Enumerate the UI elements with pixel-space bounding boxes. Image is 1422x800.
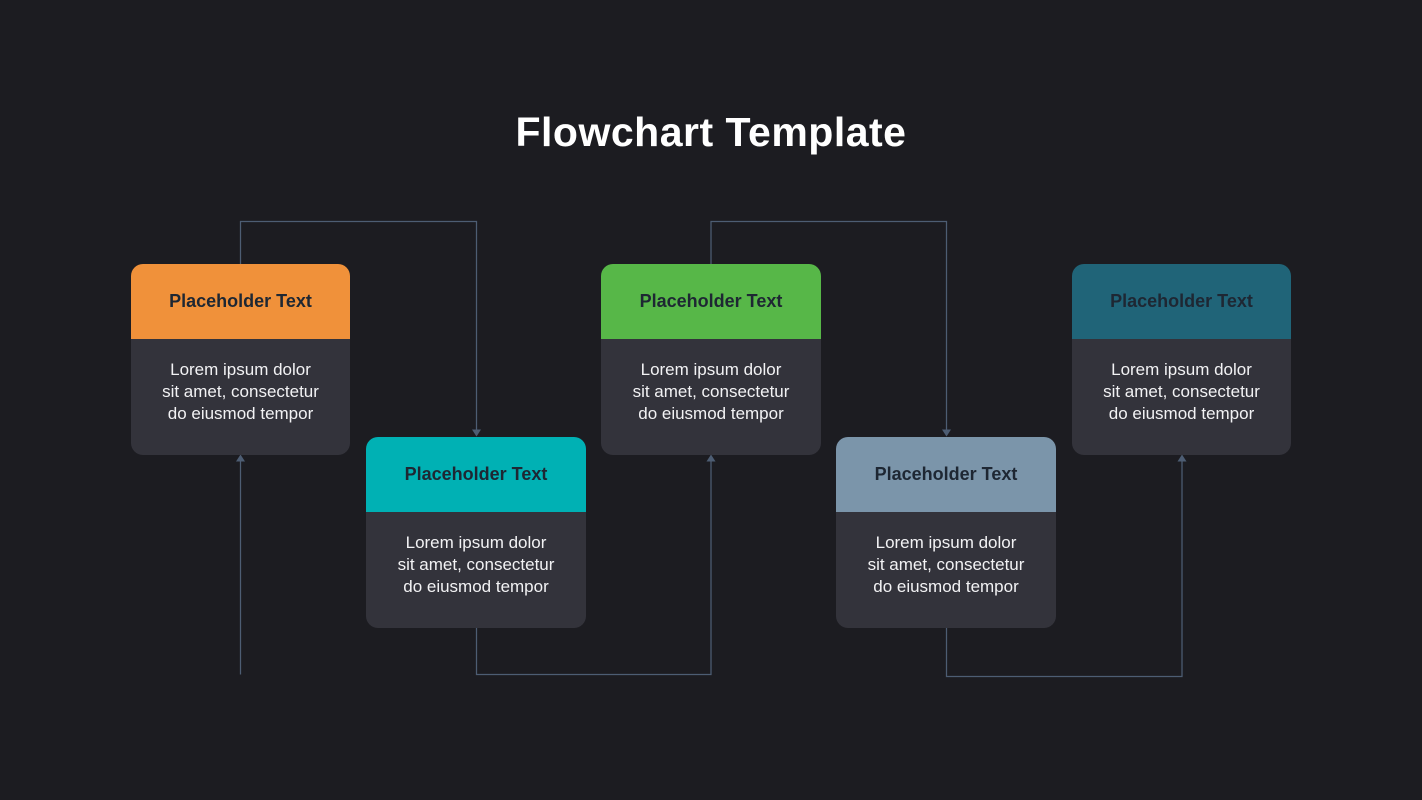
flow-card-5-title: Placeholder Text <box>1110 291 1253 311</box>
flow-card-2-title: Placeholder Text <box>404 464 548 484</box>
flow-card-4-header: Placeholder Text <box>836 437 1056 512</box>
arrowhead-down-card2 <box>472 429 481 437</box>
flow-card-1-text: Lorem ipsum dolor sit amet, consectetur … <box>162 360 319 423</box>
flow-card-2-body: Lorem ipsum dolor sit amet, consectetur … <box>366 512 586 628</box>
flow-card-2-header: Placeholder Text <box>366 437 586 512</box>
arrowhead-down-card4 <box>942 429 951 437</box>
flow-card-2-text: Lorem ipsum dolor sit amet, consectetur … <box>397 533 555 596</box>
arrowhead-up-card1 <box>236 454 245 462</box>
arrowhead-up-card3 <box>706 454 716 462</box>
flow-card-5-text: Lorem ipsum dolor sit amet, consectetur … <box>1103 360 1260 423</box>
flow-card-3-title: Placeholder Text <box>639 291 783 311</box>
flow-card-4-title: Placeholder Text <box>874 464 1018 484</box>
arrowhead-up-card5 <box>1177 454 1187 462</box>
flow-card-5-header: Placeholder Text <box>1072 264 1291 339</box>
flow-card-4-body: Lorem ipsum dolor sit amet, consectetur … <box>836 512 1056 628</box>
flow-card-4: Placeholder Text Lorem ipsum dolor sit a… <box>836 437 1056 628</box>
flow-card-3: Placeholder Text Lorem ipsum dolor sit a… <box>601 264 821 455</box>
flow-card-2: Placeholder Text Lorem ipsum dolor sit a… <box>366 437 586 628</box>
flow-card-1: Placeholder Text Lorem ipsum dolor sit a… <box>131 264 350 455</box>
flow-card-1-header: Placeholder Text <box>131 264 350 339</box>
flow-card-5-body: Lorem ipsum dolor sit amet, consectetur … <box>1072 339 1291 455</box>
flow-card-4-text: Lorem ipsum dolor sit amet, consectetur … <box>867 533 1025 596</box>
flow-card-3-header: Placeholder Text <box>601 264 821 339</box>
slide-title: Flowchart Template <box>515 109 907 155</box>
flow-card-1-title: Placeholder Text <box>169 291 312 311</box>
flow-card-3-body: Lorem ipsum dolor sit amet, consectetur … <box>601 339 821 455</box>
flow-card-5: Placeholder Text Lorem ipsum dolor sit a… <box>1072 264 1291 455</box>
flow-card-3-text: Lorem ipsum dolor sit amet, consectetur … <box>632 360 790 423</box>
flow-card-1-body: Lorem ipsum dolor sit amet, consectetur … <box>131 339 350 455</box>
